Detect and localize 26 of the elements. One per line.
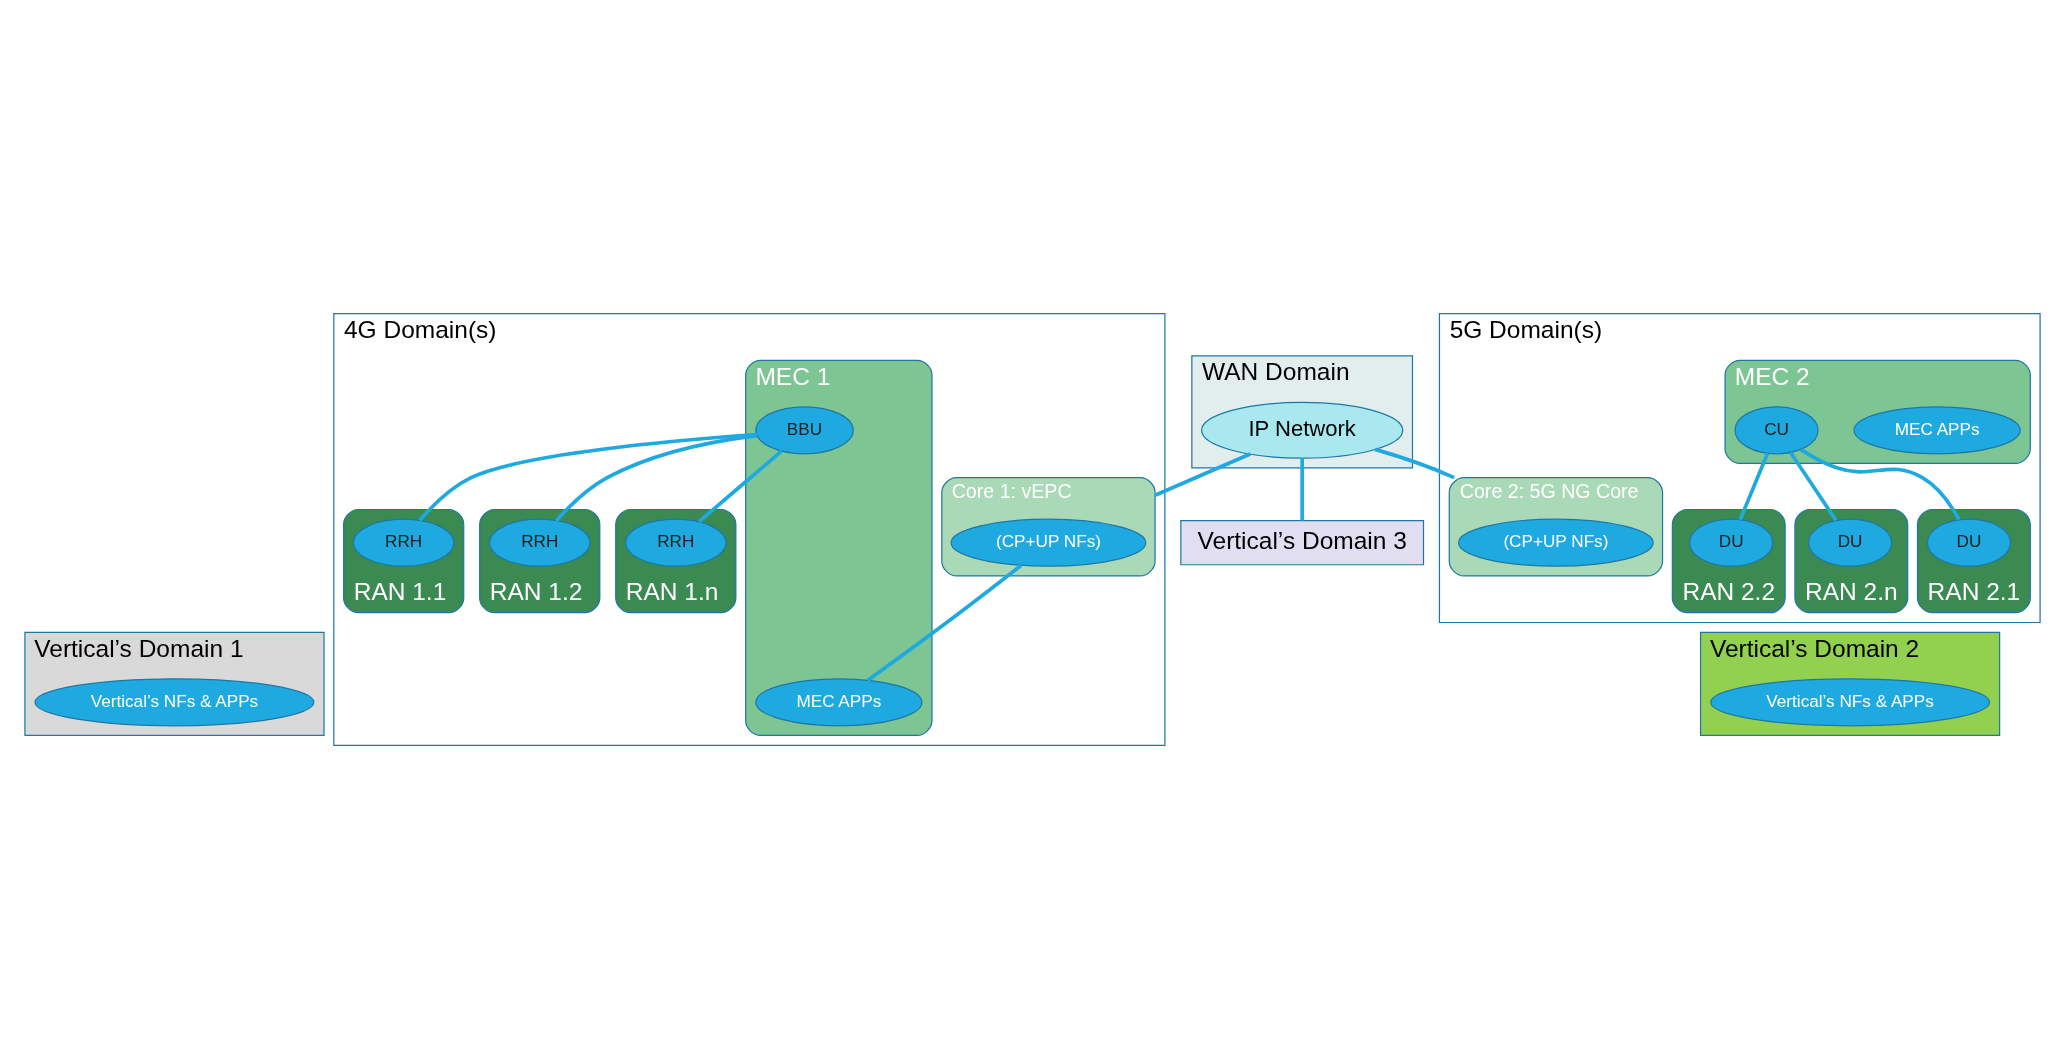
connector [554, 433, 757, 522]
node-ellipse: RRH [352, 518, 455, 567]
connector [1788, 451, 1837, 522]
node-ellipse: IP Network [1200, 401, 1403, 459]
connector [697, 449, 783, 523]
node-ellipse: (CP+UP NFs) [1457, 518, 1654, 567]
connector [1374, 447, 1455, 480]
connector [417, 432, 757, 522]
connector [1737, 452, 1769, 521]
node-ellipse: DU [1807, 518, 1892, 567]
node-ellipse: Vertical’s NFs & APPs [34, 678, 314, 727]
connector [1153, 452, 1251, 497]
node-ellipse: MEC APPs [754, 678, 922, 727]
node-ellipse: Vertical’s NFs & APPs [1709, 678, 1990, 727]
node-ellipse: RRH [488, 518, 591, 567]
connector [1799, 448, 1961, 521]
node-ellipse: CU [1733, 406, 1819, 455]
node-ellipse: DU [1688, 518, 1773, 567]
node-ellipse: DU [1926, 518, 2011, 567]
node-ellipse: MEC APPs [1852, 406, 2021, 455]
node-ellipse: (CP+UP NFs) [950, 518, 1146, 567]
node-box: Vertical’s Domain 3 [1179, 520, 1424, 566]
connector [866, 564, 1022, 682]
node-ellipse: BBU [754, 406, 854, 455]
connector [1299, 458, 1304, 521]
node-ellipse: RRH [624, 518, 727, 567]
